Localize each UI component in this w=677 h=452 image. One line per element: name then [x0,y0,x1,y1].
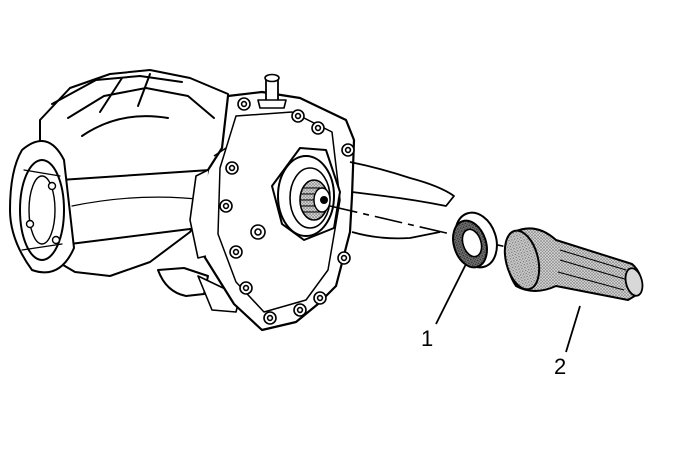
seal-installer-tool [503,227,644,301]
callout-label-2: 2 [554,354,567,379]
axle-shaft-outline [349,161,455,240]
leader-line-1 [435,263,467,325]
axle-shaft-seal [452,211,498,269]
differential-housing [9,69,241,313]
output-bore [271,147,341,241]
leader-line-2 [565,305,581,353]
callout-label-1: 1 [421,326,434,351]
